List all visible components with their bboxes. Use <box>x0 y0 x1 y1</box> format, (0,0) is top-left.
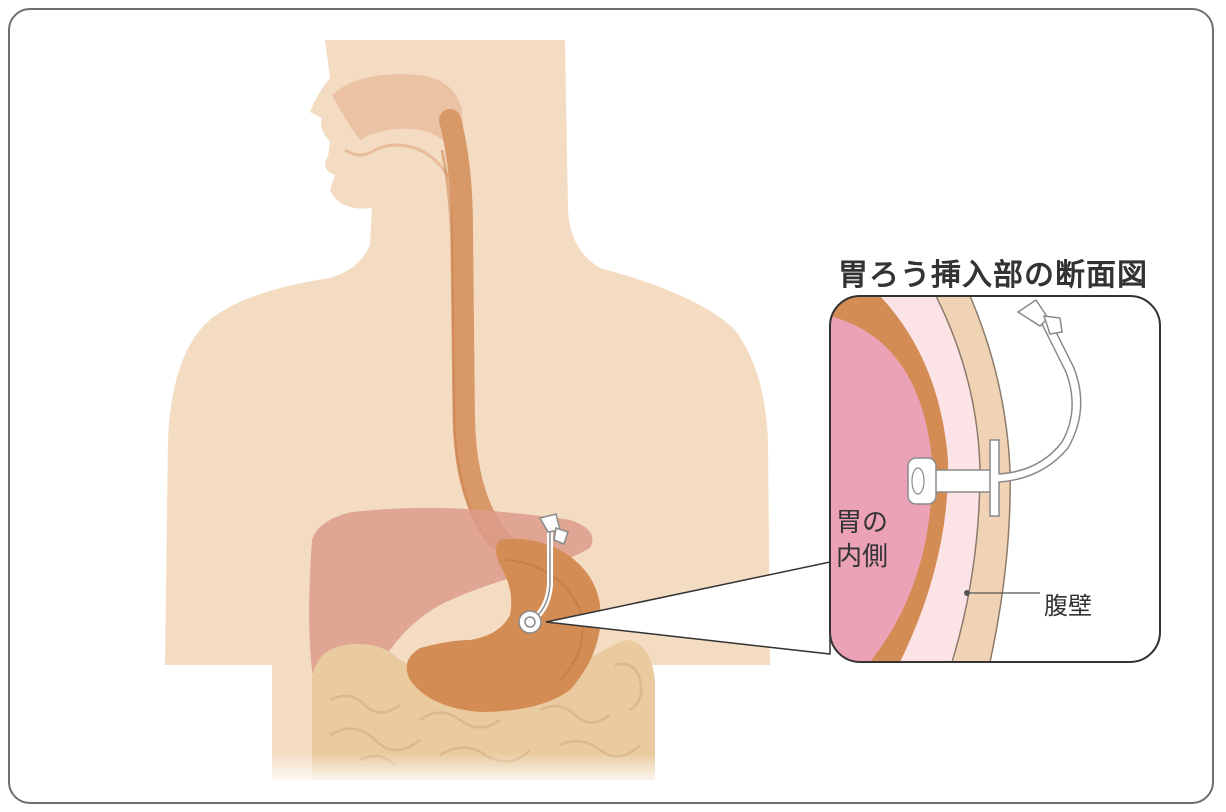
abdominal-wall-label: 腹壁 <box>1044 586 1092 621</box>
stomach-inside-label-line2: 内側 <box>836 540 888 574</box>
cross-section-inset <box>830 296 1160 662</box>
stomach-inside-label: 胃の 内側 <box>836 506 888 574</box>
stomach-inside-label-line1: 胃の <box>836 506 888 540</box>
diagram-title: 胃ろう挿入部の断面図 <box>838 250 1148 294</box>
